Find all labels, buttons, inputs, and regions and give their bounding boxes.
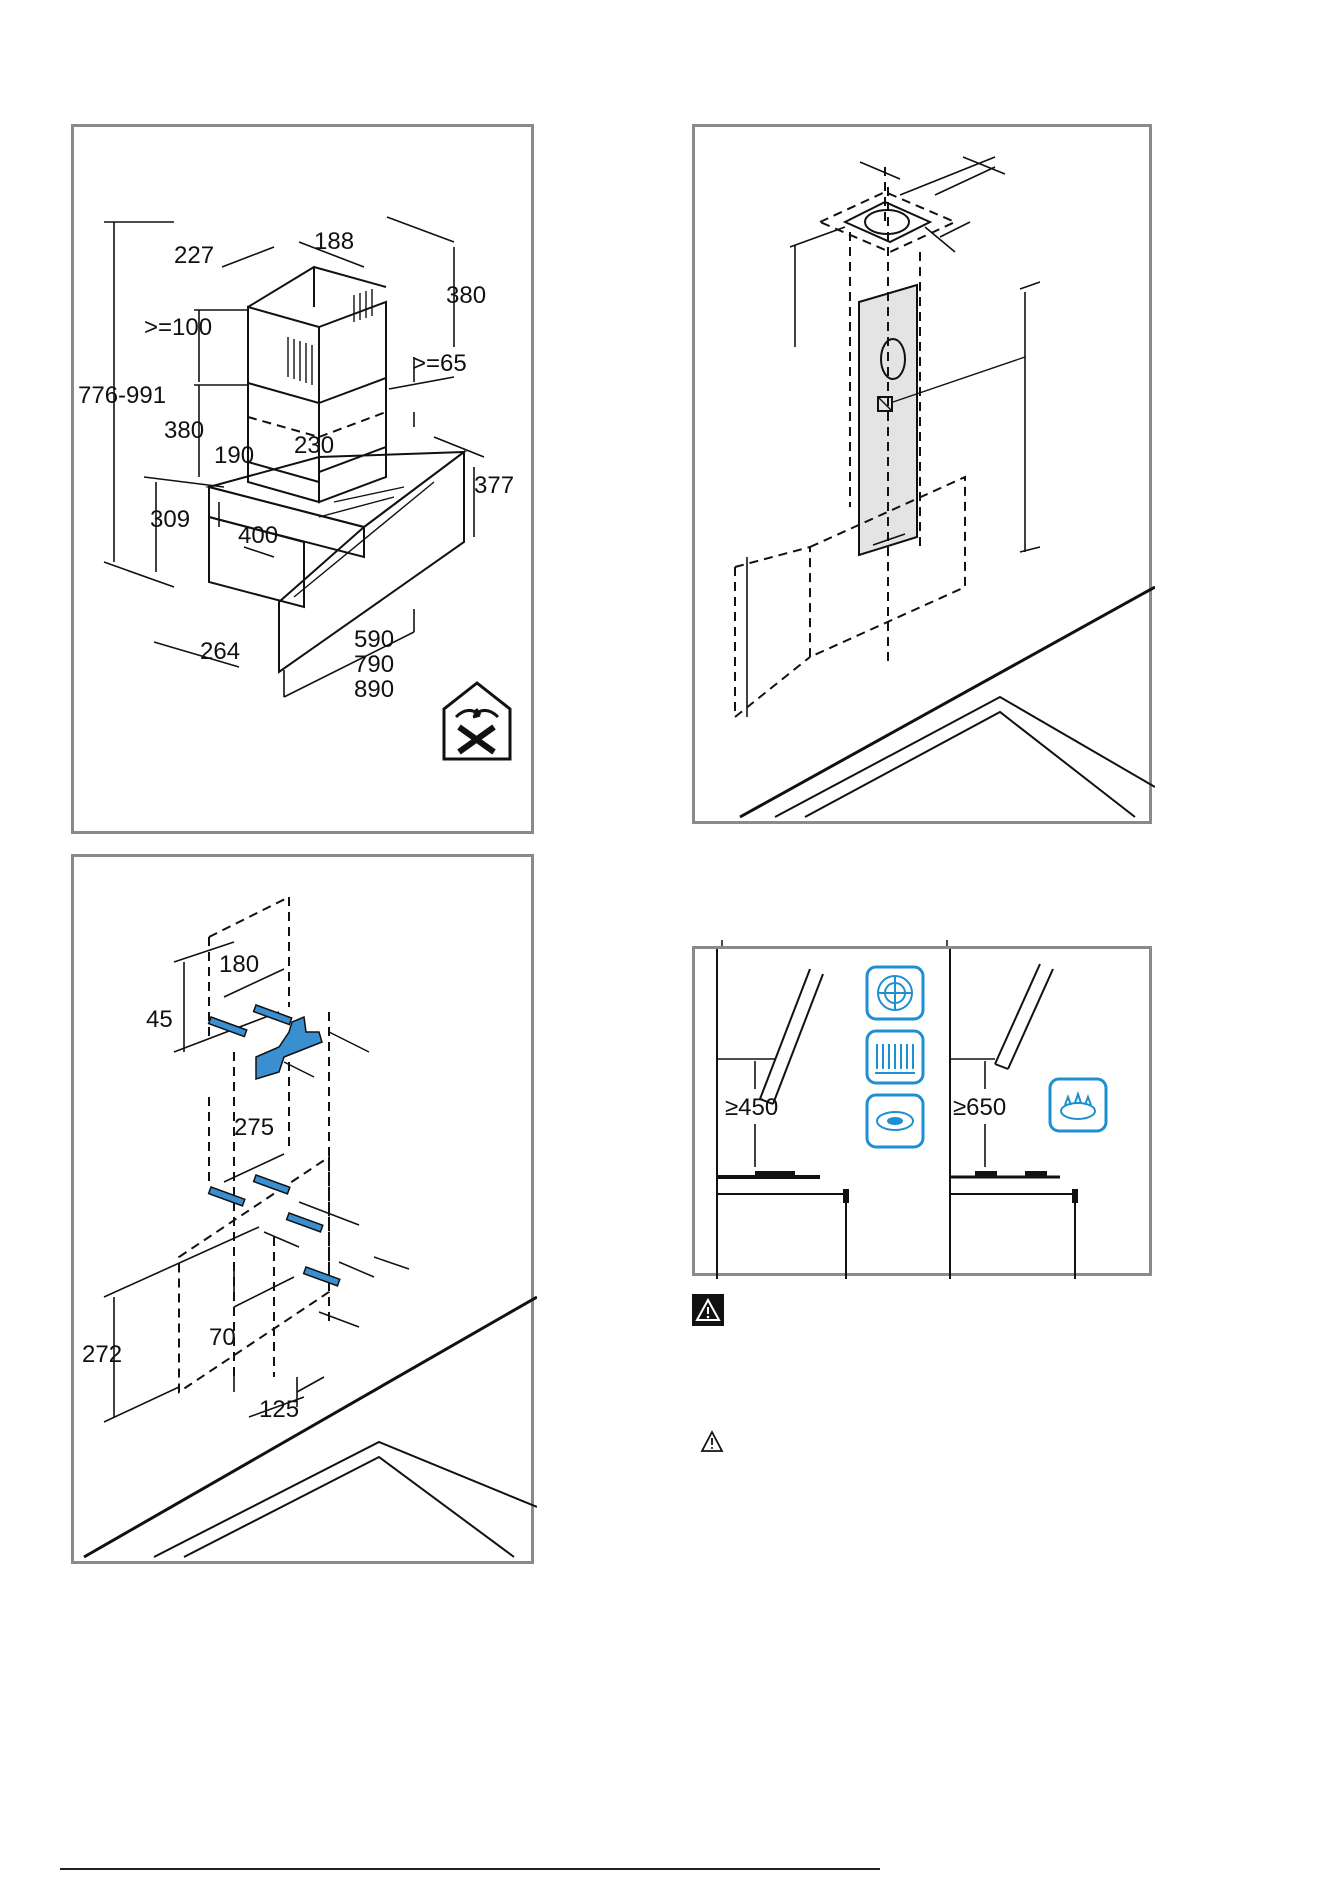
dim-190: 190 bbox=[214, 442, 254, 469]
dim-380-left: 380 bbox=[164, 417, 204, 444]
footer-rule bbox=[60, 1868, 880, 1870]
dimension-drawing: 227 188 380 >=100 776-991 >=65 380 190 2… bbox=[74, 127, 537, 837]
panel-safety-distances: ≥450 ≥650 bbox=[692, 946, 1152, 1276]
dim-275: 275 bbox=[234, 1114, 274, 1141]
dim-272: 272 bbox=[82, 1341, 122, 1368]
safety-distance-450: ≥450 bbox=[725, 1094, 778, 1121]
dim-790: 790 bbox=[354, 651, 394, 678]
dim-400: 400 bbox=[238, 522, 278, 549]
dim-590: 590 bbox=[354, 626, 394, 653]
warning-icon bbox=[692, 1294, 724, 1326]
safety-distance-650: ≥650 bbox=[953, 1094, 1006, 1121]
caution-icon bbox=[700, 1430, 724, 1454]
dim-230: 230 bbox=[294, 432, 334, 459]
panel-dimensions: 227 188 380 >=100 776-991 >=65 380 190 2… bbox=[71, 124, 534, 834]
panel-wall-template bbox=[692, 124, 1152, 824]
dim-min-100: >=100 bbox=[144, 314, 212, 341]
dim-264: 264 bbox=[200, 638, 240, 665]
screws bbox=[209, 1005, 409, 1327]
safety-distance-drawing: ≥450 ≥650 bbox=[695, 949, 1155, 1279]
dim-377: 377 bbox=[474, 472, 514, 499]
dim-227: 227 bbox=[174, 242, 214, 269]
dim-min-65: >=65 bbox=[412, 350, 467, 377]
dim-45: 45 bbox=[146, 1006, 173, 1033]
panel-bracket-mounting: 180 45 275 272 70 125 bbox=[71, 854, 534, 1564]
electric-hob-icon bbox=[867, 1095, 923, 1147]
gas-burner-icon bbox=[1050, 1079, 1106, 1131]
bracket-drawing: 180 45 275 272 70 125 bbox=[74, 857, 537, 1567]
dim-309: 309 bbox=[150, 506, 190, 533]
wall-template-drawing bbox=[695, 127, 1155, 827]
dim-188: 188 bbox=[314, 228, 354, 255]
dim-70: 70 bbox=[209, 1324, 236, 1351]
dim-776-991: 776-991 bbox=[78, 382, 166, 409]
circulation-mode-icon bbox=[444, 683, 510, 759]
dim-380-top: 380 bbox=[446, 282, 486, 309]
dim-125: 125 bbox=[259, 1396, 299, 1423]
dim-180: 180 bbox=[219, 951, 259, 978]
radiant-heater-icon bbox=[867, 1031, 923, 1083]
dim-890: 890 bbox=[354, 676, 394, 703]
fan-heater-icon bbox=[867, 967, 923, 1019]
